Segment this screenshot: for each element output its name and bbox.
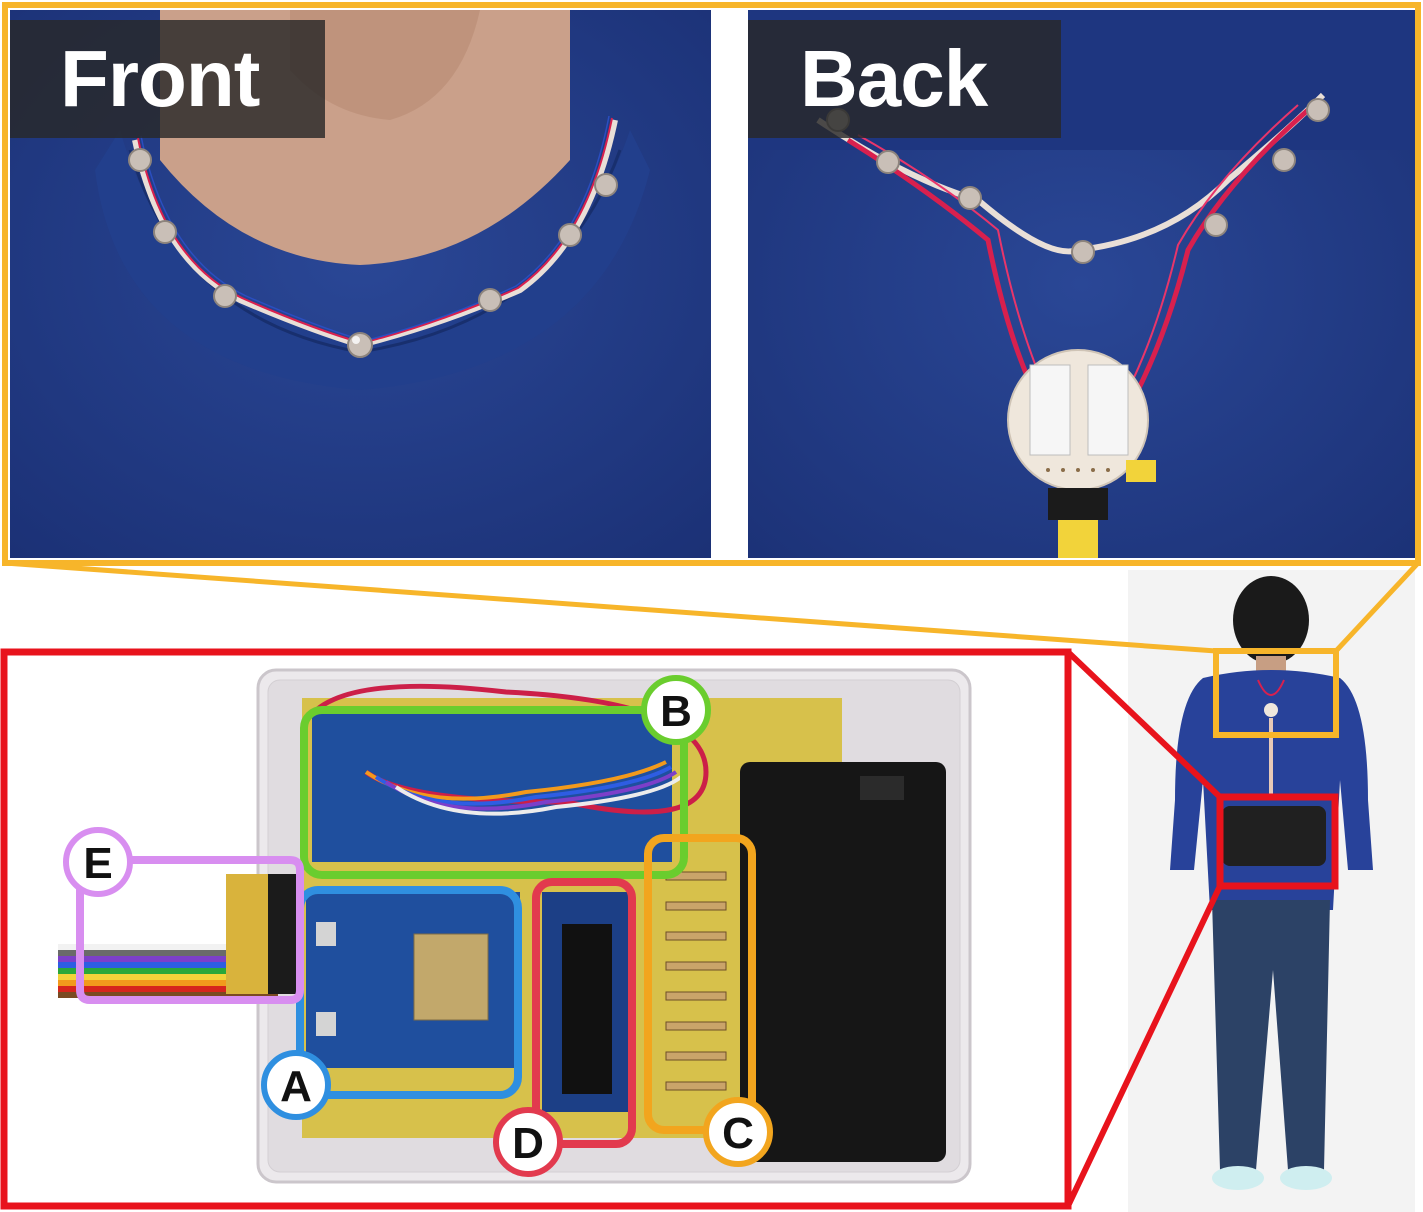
device-photo-panel	[6, 652, 1068, 1206]
front-photo-panel: Front	[10, 10, 711, 558]
outline-e	[76, 856, 304, 1004]
callout-d: D	[493, 1107, 563, 1177]
front-label-text: Front	[60, 34, 260, 123]
red-connector-top	[1065, 649, 1223, 800]
person-neck-frame	[1213, 648, 1339, 738]
callout-b-letter: B	[660, 687, 692, 736]
red-connector-bottom	[1065, 884, 1223, 1208]
front-label: Front	[10, 20, 325, 138]
back-photo-panel: Back	[748, 10, 1415, 558]
device-red-frame	[0, 648, 1072, 1210]
front-neck-photo	[10, 10, 711, 558]
outline-b	[300, 706, 688, 879]
callout-a: A	[261, 1050, 331, 1120]
person-bag-frame	[1216, 793, 1339, 890]
back-label-text: Back	[800, 34, 988, 123]
person-back-photo-panel	[1128, 570, 1415, 1212]
device-board-photo	[6, 652, 1068, 1206]
orange-connector-left	[4, 560, 1217, 654]
outline-c	[644, 834, 756, 1134]
callout-c-letter: C	[722, 1109, 754, 1158]
back-label: Back	[748, 20, 1061, 138]
callout-a-letter: A	[280, 1062, 312, 1111]
outline-d	[532, 878, 636, 1148]
callout-e-letter: E	[83, 839, 112, 888]
callout-e: E	[63, 827, 133, 897]
orange-connector-right	[1334, 561, 1420, 653]
callout-c: C	[703, 1097, 773, 1167]
outline-a	[296, 886, 522, 1099]
callout-b: B	[641, 675, 711, 745]
callout-d-letter: D	[512, 1119, 544, 1168]
person-back-photo	[1128, 570, 1415, 1212]
